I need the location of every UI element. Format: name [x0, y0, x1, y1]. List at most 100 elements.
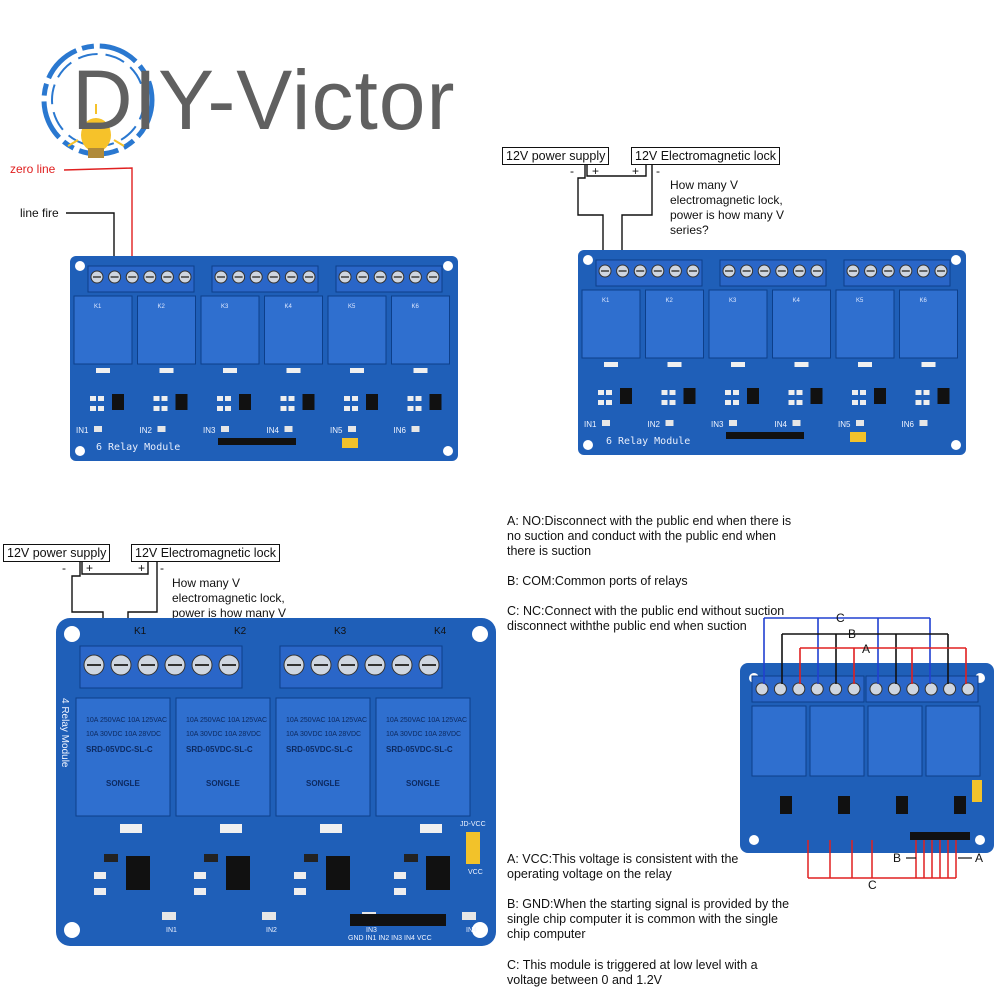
optocoupler: [366, 394, 378, 410]
resistor: [94, 872, 106, 879]
optocoupler: [874, 388, 886, 404]
optocoupler: [896, 796, 908, 814]
resistor: [669, 400, 676, 405]
mount-hole: [583, 255, 593, 265]
relay-rating: 10A 250VAC 10A 125VAC: [86, 717, 167, 724]
resistor: [733, 400, 739, 405]
resistor: [352, 406, 358, 411]
diagram2-wires: [577, 165, 653, 262]
resistor: [94, 888, 106, 895]
optocoupler: [126, 856, 150, 890]
relay: [264, 295, 323, 365]
relay-rating: 10A 30VDC 10A 28VDC: [186, 731, 261, 738]
led: [602, 420, 610, 426]
relay-id: K5: [348, 304, 356, 310]
relay: [137, 295, 196, 365]
terminal-block: [595, 259, 703, 287]
legend-nc: C: NC:Connect with the public end withou…: [507, 604, 785, 633]
minus-sign-2a: -: [570, 164, 574, 178]
optocoupler: [112, 394, 124, 410]
optocoupler: [175, 394, 188, 410]
line-fire-label: line fire: [20, 206, 59, 220]
led: [792, 420, 801, 426]
module-label: 4 Relay Module: [59, 698, 70, 768]
mount-hole: [64, 626, 80, 642]
relay: [751, 705, 807, 777]
resistor: [394, 888, 406, 895]
resistor: [280, 406, 287, 411]
relay-model: SRD-05VDC-SL-C: [186, 745, 253, 754]
module-label-2: 6 Relay Module: [606, 436, 691, 447]
resistor: [598, 400, 604, 405]
resistor: [606, 390, 612, 395]
input-label: IN3: [366, 927, 377, 934]
led: [94, 426, 102, 432]
terminal-block: [211, 265, 319, 293]
module-label-1: 6 Relay Module: [96, 442, 181, 453]
resistor: [98, 406, 104, 411]
jumper-label: JD-VCC: [460, 821, 486, 828]
led: [262, 912, 276, 920]
lightbulb-icon: [41, 43, 155, 158]
optocoupler: [239, 394, 251, 410]
mount-hole: [951, 440, 961, 450]
relay: [75, 697, 171, 817]
diode: [413, 368, 428, 373]
relay-rating: 10A 30VDC 10A 28VDC: [386, 731, 461, 738]
relay-model: SRD-05VDC-SL-C: [86, 745, 153, 754]
relay-model: SRD-05VDC-SL-C: [386, 745, 453, 754]
lock-box-2: 12V Electromagnetic lock: [631, 147, 781, 165]
resistor: [860, 400, 866, 405]
led: [856, 420, 864, 426]
diagram3-wires: [71, 562, 158, 652]
input-label: IN5: [838, 420, 851, 429]
resistor: [669, 390, 676, 395]
power-supply-box-3: 12V power supply: [3, 544, 111, 562]
resistor: [796, 400, 803, 405]
label-b-bottom: B: [893, 851, 902, 865]
relay-model: SRD-05VDC-SL-C: [286, 745, 353, 754]
relay: [73, 295, 133, 365]
input-label: IN3: [711, 420, 724, 429]
screw-terminal: [755, 682, 769, 696]
relay: [275, 697, 371, 817]
mount-hole: [443, 446, 453, 456]
power-supply-box-2: 12V power supply: [502, 147, 610, 165]
resistor: [344, 396, 350, 401]
resistor: [796, 390, 803, 395]
led: [665, 420, 674, 426]
resistor: [217, 406, 223, 411]
terminal-block: [87, 265, 195, 293]
diode: [223, 368, 237, 373]
optocoupler: [620, 388, 632, 404]
diode: [320, 824, 342, 833]
relay: [200, 295, 260, 365]
zero-line-label: zero line: [10, 162, 56, 176]
input-label: IN4: [267, 426, 280, 435]
optocoupler: [838, 796, 850, 814]
diode: [96, 368, 110, 373]
led: [729, 420, 737, 426]
resistor: [194, 888, 206, 895]
transistor: [104, 854, 118, 862]
resistor: [852, 400, 858, 405]
led: [284, 426, 293, 432]
relay-brand: SONGLE: [406, 779, 440, 788]
label-a-top: A: [862, 642, 871, 656]
terminal-block: [865, 675, 979, 703]
diode: [921, 362, 936, 367]
led: [157, 426, 166, 432]
optocoupler: [326, 856, 350, 890]
relay: [645, 289, 704, 359]
jumper: [850, 432, 866, 442]
relay: [581, 289, 641, 359]
relay: [867, 705, 923, 777]
input-label: IN4: [775, 420, 788, 429]
label-b-top: B: [848, 627, 857, 641]
plus-sign-3b: +: [138, 561, 146, 575]
input-label: IN1: [76, 426, 89, 435]
terminal-block: [279, 645, 443, 689]
transistor: [204, 854, 218, 862]
relay: [899, 289, 958, 359]
